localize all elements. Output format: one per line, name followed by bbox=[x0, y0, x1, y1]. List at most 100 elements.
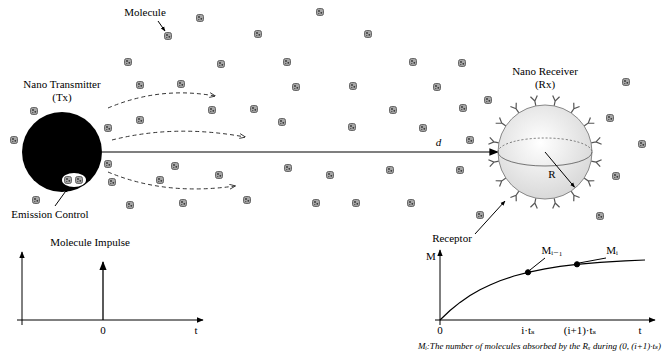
receptor-symbol bbox=[510, 191, 518, 201]
emission-port bbox=[62, 173, 86, 187]
molecule bbox=[209, 107, 216, 114]
molecule bbox=[216, 172, 223, 179]
molecule bbox=[255, 31, 262, 38]
receptors bbox=[488, 95, 601, 208]
molecule bbox=[420, 125, 427, 132]
receptor-symbol bbox=[591, 160, 601, 167]
node-heading: Nano Receiver (Rx) bbox=[505, 65, 585, 91]
axis-label: M bbox=[426, 250, 436, 263]
y-axis bbox=[22, 252, 23, 325]
molecule bbox=[244, 197, 251, 204]
tick-label: (i+1)·tₛ bbox=[564, 324, 597, 337]
molecule bbox=[485, 97, 492, 104]
tick-label: 0 bbox=[100, 324, 106, 337]
impulse-arrow bbox=[102, 262, 103, 320]
molecule bbox=[285, 165, 292, 172]
molecule bbox=[137, 117, 144, 124]
equator-arc bbox=[498, 152, 592, 166]
receiver-body bbox=[498, 105, 592, 199]
molecule bbox=[109, 179, 116, 186]
plot-title: Molecule Impulse bbox=[50, 236, 130, 249]
molecule bbox=[127, 202, 134, 209]
receptor-symbol bbox=[496, 178, 506, 186]
axis-label: t bbox=[638, 324, 641, 337]
molecule bbox=[137, 82, 144, 89]
dimension-label: R bbox=[548, 168, 555, 181]
impulse-plot bbox=[17, 252, 203, 325]
molecule-cloud bbox=[11, 9, 646, 220]
receptor-symbol bbox=[510, 103, 518, 113]
receptor-symbol bbox=[553, 198, 560, 208]
molecule bbox=[365, 31, 372, 38]
leader-line bbox=[579, 258, 606, 263]
molecule bbox=[408, 200, 415, 207]
leader-line bbox=[158, 21, 165, 31]
molecule bbox=[218, 61, 225, 68]
receptor-symbol bbox=[584, 178, 594, 186]
molecule bbox=[387, 167, 394, 174]
receptor-symbol bbox=[488, 137, 498, 144]
value-label: Mᵢ bbox=[606, 244, 618, 257]
molecule bbox=[597, 213, 604, 220]
node-shape bbox=[22, 112, 102, 192]
molecule bbox=[279, 119, 286, 126]
molecule bbox=[459, 60, 466, 67]
part-label: Receptor bbox=[432, 232, 472, 245]
sample-dot bbox=[574, 262, 579, 267]
value-label: Mᵢ₋₁ bbox=[541, 244, 562, 257]
molecule bbox=[180, 200, 187, 207]
axis-label: t bbox=[194, 324, 197, 337]
tick-label: i·tₛ bbox=[521, 324, 534, 337]
sample-dot bbox=[525, 270, 530, 275]
molecule bbox=[284, 59, 291, 66]
molecule bbox=[477, 212, 484, 219]
molecule bbox=[105, 125, 112, 132]
molecule bbox=[125, 59, 132, 66]
x-axis bbox=[435, 320, 655, 321]
diffusion-arrow bbox=[108, 93, 215, 108]
molecule bbox=[353, 200, 360, 207]
molecule bbox=[11, 137, 18, 144]
molecule bbox=[65, 177, 72, 184]
receptor-symbol bbox=[530, 198, 537, 208]
molecule bbox=[105, 161, 112, 168]
receptor-symbol bbox=[571, 103, 579, 113]
x-axis bbox=[17, 320, 203, 321]
molecule bbox=[349, 124, 356, 131]
absorption-curve bbox=[440, 260, 645, 320]
receptor-symbol bbox=[488, 160, 498, 167]
molecule bbox=[327, 172, 334, 179]
receptor-symbol bbox=[571, 191, 579, 201]
receptor-symbol bbox=[530, 95, 537, 105]
distance-label: d bbox=[434, 136, 444, 149]
molecule bbox=[197, 15, 204, 22]
molecule bbox=[293, 84, 300, 91]
molecule bbox=[313, 200, 320, 207]
receptor-symbol bbox=[584, 117, 594, 125]
y-axis bbox=[440, 250, 441, 325]
radius-line bbox=[545, 152, 575, 187]
molecule bbox=[76, 177, 83, 184]
molecule bbox=[251, 106, 258, 113]
molecule bbox=[165, 33, 172, 40]
tick-label: 0 bbox=[437, 324, 443, 337]
molecule bbox=[317, 9, 324, 16]
molecule bbox=[460, 105, 467, 112]
absorption-plot bbox=[435, 250, 655, 325]
diffusion-paths bbox=[108, 93, 245, 189]
molecule bbox=[467, 137, 474, 144]
molecule bbox=[434, 84, 441, 91]
transmitter-circle: Nano Transmitter (Tx) bbox=[22, 112, 102, 192]
molecule bbox=[457, 167, 464, 174]
molecule bbox=[607, 115, 614, 122]
distance-arrow bbox=[102, 151, 498, 152]
receiver-sphere: Nano Receiver (Rx) bbox=[498, 105, 592, 199]
leader-lines bbox=[55, 21, 505, 234]
molecule bbox=[350, 83, 357, 90]
molecule bbox=[613, 173, 620, 180]
molecule bbox=[390, 107, 397, 114]
figure-caption: Mᵢ:The number of molecules absorbed by t… bbox=[418, 341, 661, 352]
equator-arc bbox=[498, 138, 592, 152]
